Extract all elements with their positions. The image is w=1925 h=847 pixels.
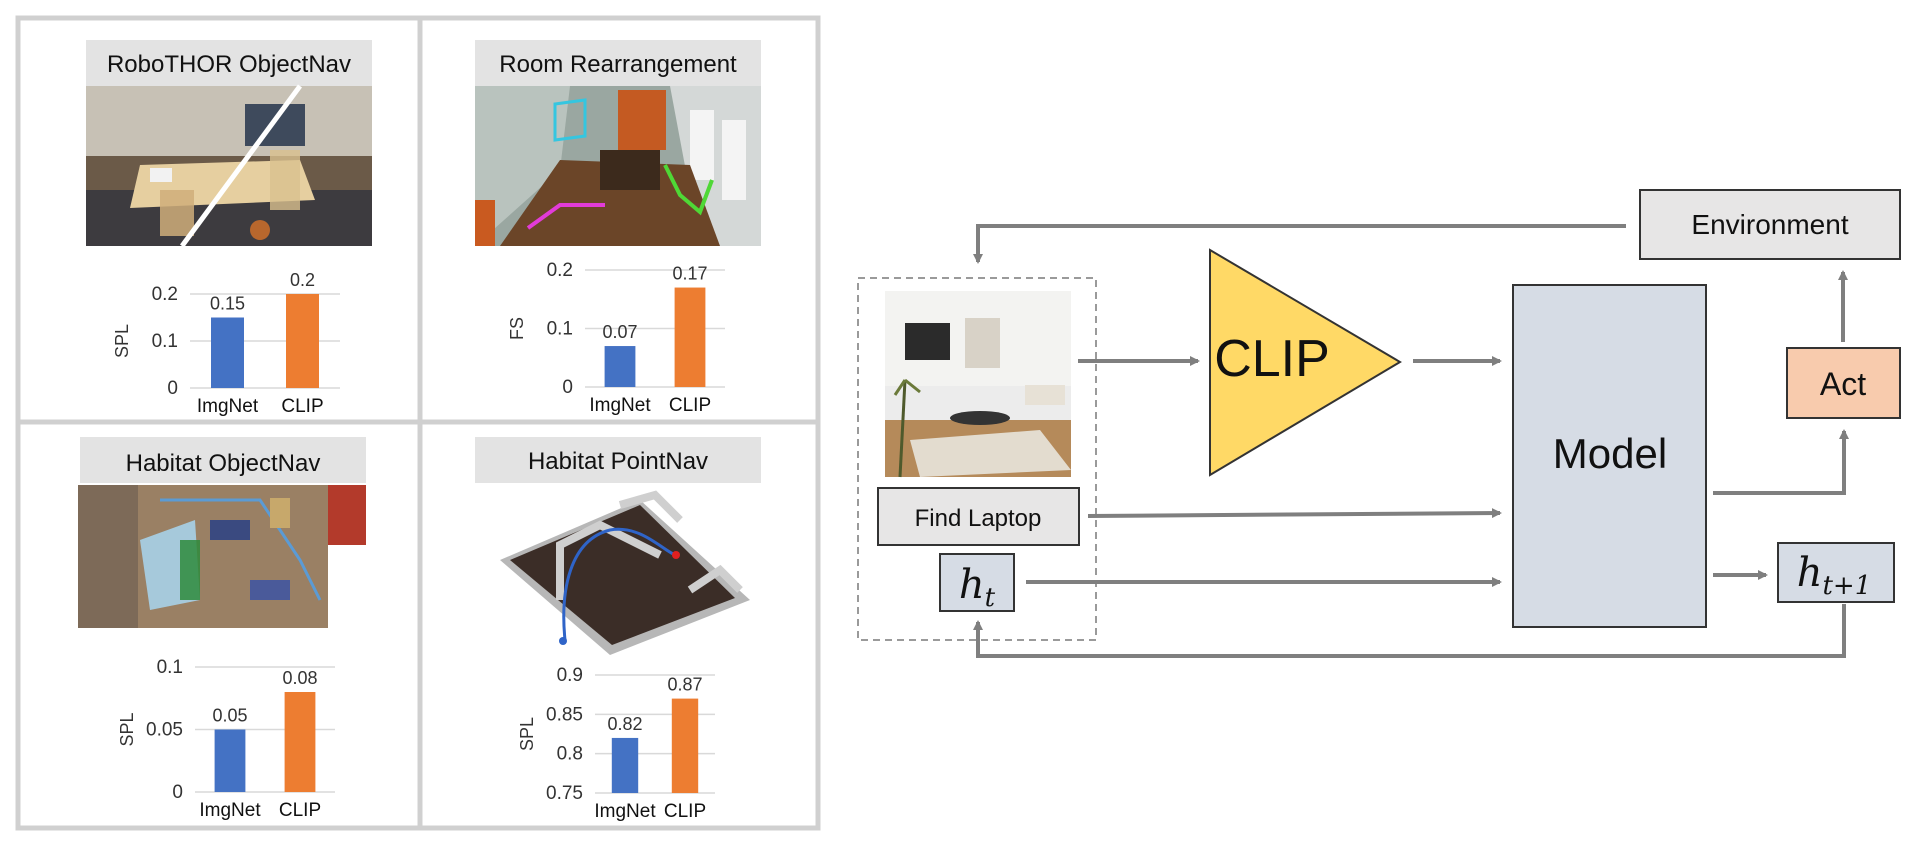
scene-image-floorplan [78, 485, 366, 628]
chart-y-tick-label: 0.1 [152, 331, 178, 352]
chart-value-label: 0.15 [210, 294, 245, 314]
model-block [1512, 284, 1707, 628]
chart-y-tick-label: 0.1 [157, 657, 183, 678]
panel-title: Habitat PointNav [528, 448, 708, 475]
chart-y-tick-label: 0.2 [152, 284, 178, 305]
environment-label: Environment [1691, 209, 1848, 240]
chart-category-label: ImgNet [197, 396, 259, 417]
chart-category-label: CLIP [664, 801, 706, 822]
chart-category-label: ImgNet [594, 801, 656, 822]
chart-y-tick-label: 0 [172, 782, 183, 803]
chart-bar-clip [284, 692, 316, 792]
chart-y-axis-label: SPL [517, 717, 537, 751]
chart-y-tick-label: 0 [562, 377, 573, 398]
flow-arrows [973, 224, 1849, 658]
chart-category-label: CLIP [279, 800, 321, 821]
scene-image-rearrangement-room [475, 86, 761, 246]
panel-robothor-objectnav: RoboTHOR ObjectNav 00.10.2SPL0.15ImgNet0… [86, 40, 372, 417]
observation-image-living-room [885, 291, 1071, 478]
chart-bar-clip [671, 698, 699, 793]
goal-instruction-label: Find Laptop [915, 505, 1042, 532]
chart-value-label: 0.2 [290, 270, 315, 290]
hidden-state-next-label: ht+1 [1797, 550, 1872, 601]
chart-y-tick-label: 0 [167, 378, 178, 399]
chart-bar-imgnet [604, 346, 636, 387]
goal-instruction-box [877, 487, 1080, 546]
panel-title-bar [475, 437, 761, 483]
chart-bar-clip [674, 287, 706, 387]
chart-y-axis-label: FS [507, 317, 527, 340]
scene-image-dining-room [86, 84, 372, 248]
panel-title-bar [86, 40, 372, 86]
chart-bar-imgnet [214, 729, 246, 792]
chart-bar-imgnet [611, 737, 639, 793]
pipeline-diagram: Find Laptop ht CLIP Model Environment Ac… [857, 189, 1901, 658]
chart-bar-clip [286, 294, 319, 388]
chart-category-label: ImgNet [199, 800, 261, 821]
arrow-environment-to-observation [973, 224, 1626, 264]
chart-y-tick-label: 0.2 [547, 260, 573, 281]
panel-title: Room Rearrangement [499, 51, 737, 78]
panel-title: RoboTHOR ObjectNav [107, 51, 351, 78]
arrow-next-state-recurrent [973, 604, 1846, 658]
chart-y-tick-label: 0.1 [547, 319, 573, 340]
chart-value-label: 0.87 [667, 675, 702, 695]
chart-value-label: 0.17 [672, 264, 707, 284]
hidden-state-current-box [939, 553, 1015, 612]
action-label: Act [1820, 366, 1866, 402]
panel-title-bar [80, 437, 366, 483]
hidden-state-next-box [1777, 542, 1895, 603]
arrow-goal-to-model [1087, 508, 1502, 519]
chart-category-label: CLIP [669, 395, 711, 416]
environment-block [1639, 189, 1901, 260]
chart-value-label: 0.82 [607, 714, 642, 734]
chart-value-label: 0.05 [212, 706, 247, 726]
model-label: Model [1553, 430, 1667, 477]
chart-bar-imgnet [211, 317, 244, 388]
chart-category-label: CLIP [281, 396, 323, 417]
panel-title: Habitat ObjectNav [126, 450, 321, 477]
chart-value-label: 0.07 [602, 322, 637, 342]
chart-y-tick-label: 0.05 [146, 720, 183, 741]
chart-category-label: ImgNet [589, 395, 651, 416]
chart-value-label: 0.08 [282, 668, 317, 688]
scene-image-maze [500, 490, 750, 655]
chart-y-tick-label: 0.8 [557, 744, 583, 765]
clip-encoder-label: CLIP [1214, 330, 1330, 388]
chart-y-tick-label: 0.85 [546, 704, 583, 725]
arrow-model-to-action [1713, 429, 1849, 495]
chart-y-axis-label: SPL [112, 324, 132, 358]
clip-encoder-block [1209, 248, 1402, 477]
chart-y-tick-label: 0.75 [546, 783, 583, 804]
chart-y-tick-label: 0.9 [557, 665, 583, 686]
chart-y-axis-label: SPL [117, 712, 137, 746]
panel-title-bar [475, 40, 761, 86]
hidden-state-current-label: ht [959, 562, 996, 613]
action-block [1786, 347, 1901, 419]
